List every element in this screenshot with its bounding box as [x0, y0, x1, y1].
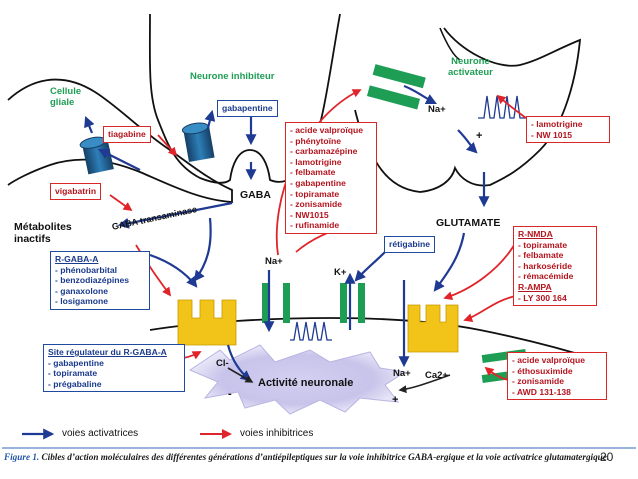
vigabatrin-box: vigabatrin	[50, 183, 102, 200]
glutamate-label: GLUTAMATE	[436, 217, 501, 229]
potassium-channel-mid	[340, 283, 365, 323]
activite-neuronale-glow	[188, 344, 407, 415]
r-gaba-a-title: R-GABA-A	[55, 254, 99, 264]
sodium-channel-mid	[262, 283, 290, 323]
lamotrigine-box: - lamotrigine - NW 1015	[526, 116, 610, 144]
center-list-item: - rufinamide	[290, 220, 340, 231]
site-regulateur-box: Site régulateur du R-GABA-A - gabapentin…	[43, 344, 185, 393]
center-list-item: - felbamate	[290, 167, 336, 178]
ca-label: Ca2+	[425, 370, 448, 381]
activite-neuronale-label: Activité neuronale	[258, 377, 354, 389]
center-list-item: - carbamazépine	[290, 146, 358, 157]
figure-number: Figure 1.	[4, 452, 40, 462]
action-potential-spikes-top	[478, 95, 526, 119]
glutamate-receptor	[407, 304, 459, 353]
figure-caption: Figure 1. Cibles d’action moléculaires d…	[4, 452, 632, 463]
na-mid-label: Na+	[265, 256, 283, 267]
plus-top-label: +	[476, 130, 483, 142]
minus-label: -	[228, 388, 232, 400]
legend-inhibitrices-label: voies inhibitrices	[240, 428, 314, 439]
cellule-gliale-label: Cellule gliale	[50, 86, 82, 108]
slide-number: 20	[600, 450, 614, 464]
center-list-item: - gabapentine	[290, 177, 346, 188]
na-low-label: Na+	[393, 368, 411, 379]
activator-neuron-membrane	[354, 27, 582, 193]
center-list-item: - NW1015	[290, 209, 329, 220]
r-ampa-title: R-AMPA	[518, 281, 552, 292]
glial-transporter-cylinder-2	[181, 122, 215, 163]
neurone-inhibiteur-label: Neurone inhibiteur	[190, 71, 275, 82]
figure-caption-text: Cibles d’action moléculaires des différe…	[41, 452, 610, 462]
center-list-item: - topiramate	[290, 188, 340, 199]
cl-label: Cl-	[216, 358, 229, 369]
gaba-a-receptor	[177, 299, 237, 346]
glial-transporter-cylinder-1	[79, 136, 114, 175]
bottom-right-drug-box: - acide valproïque - éthosuximide - zoni…	[507, 352, 607, 401]
na-top-label: Na+	[428, 104, 446, 115]
legend-activatrices-label: voies activatrices	[62, 428, 139, 439]
action-potential-spikes-mid	[290, 321, 332, 341]
center-list-item: - acide valproïque	[290, 125, 364, 135]
calcium-arrow	[398, 374, 451, 394]
neurone-activateur-label: Neurone activateur	[448, 56, 493, 78]
center-drug-list: - acide valproïque - phénytoïne - carbam…	[285, 122, 377, 234]
gaba-label: GABA	[240, 189, 271, 201]
sodium-channel-top	[366, 64, 426, 110]
retigabine-box: rétigabine	[384, 236, 436, 253]
center-list-item: - zonisamide	[290, 199, 343, 210]
glial-cell-membrane	[7, 78, 233, 203]
r-gaba-a-box: R-GABA-A - phénobarbital - benzodiazépin…	[50, 251, 150, 310]
tiagabine-box: tiagabine	[103, 126, 151, 143]
metabolites-inactifs-label: Métabolites inactifs	[14, 221, 72, 245]
center-list-item: - phénytoïne	[290, 135, 342, 146]
site-regulateur-title: Site régulateur du R-GABA-A	[48, 347, 167, 357]
r-nmda-box: R-NMDA - topiramate - felbamate - harkos…	[513, 226, 597, 307]
activating-arrows	[84, 84, 490, 382]
k-mid-label: K+	[334, 267, 347, 278]
r-nmda-title: R-NMDA	[518, 229, 553, 239]
plus-low-label: +	[392, 394, 399, 406]
chloride-arrow	[227, 367, 254, 383]
gabapentine-top-box: gabapentine	[217, 100, 278, 117]
center-list-item: - lamotrigine	[290, 156, 342, 167]
